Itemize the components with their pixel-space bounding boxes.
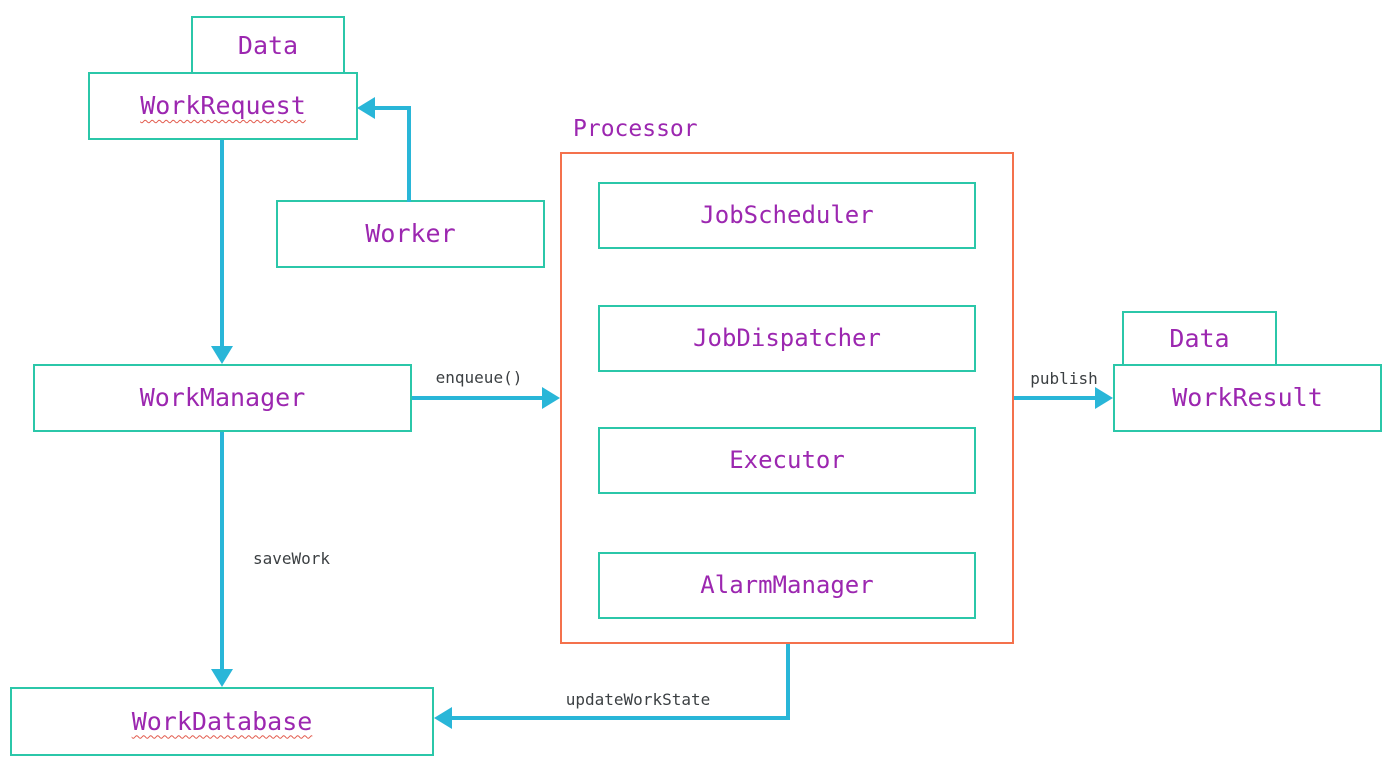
node-jobdispatcher-label: JobDispatcher [693,324,881,353]
edge-publish-line [1014,396,1095,400]
edge-publish-label: publish [1030,369,1098,388]
node-data-input-label: Data [237,31,299,60]
arrowhead-right-icon [542,387,560,409]
node-workresult-label: WorkResult [1172,383,1323,412]
node-jobscheduler: JobScheduler [598,182,976,249]
arrowhead-down-icon [211,346,233,364]
arrowhead-down-icon [211,669,233,687]
node-executor: Executor [598,427,976,494]
node-data-input: Data [191,16,345,76]
edge-worker-to-workrequest-line-h [374,106,411,110]
processor-container-label: Processor [573,116,698,142]
node-worker: Worker [276,200,545,268]
node-alarmmanager: AlarmManager [598,552,976,619]
edge-updateworkstate-line-h [452,716,790,720]
node-jobscheduler-label: JobScheduler [700,201,874,230]
node-data-output-label: Data [1169,324,1230,353]
node-workmanager: WorkManager [33,364,412,432]
node-alarmmanager-label: AlarmManager [700,571,874,600]
node-workresult: WorkResult [1113,364,1382,432]
node-jobdispatcher: JobDispatcher [598,305,976,372]
node-data-output: Data [1122,311,1277,367]
edge-savework-label: saveWork [253,549,331,568]
node-workrequest: WorkRequest [88,72,358,140]
node-worker-label: Worker [365,219,456,248]
edge-enqueue-line [412,396,542,400]
node-workmanager-label: WorkManager [139,383,306,412]
edge-savework-line [220,432,224,671]
node-workrequest-label: WorkRequest [140,91,306,120]
node-executor-label: Executor [729,446,845,475]
edge-updateworkstate-label: updateWorkState [565,690,711,709]
node-workdatabase: WorkDatabase [10,687,434,756]
arrowhead-left-icon [357,97,375,119]
node-workdatabase-label: WorkDatabase [131,706,313,736]
arrowhead-left-icon [434,707,452,729]
edge-workrequest-to-workmanager-line [220,140,224,348]
arrowhead-right-icon [1095,387,1113,409]
edge-updateworkstate-line-v [786,644,790,720]
edge-enqueue-label: enqueue() [435,368,523,387]
edge-worker-to-workrequest-line-v [407,106,411,202]
